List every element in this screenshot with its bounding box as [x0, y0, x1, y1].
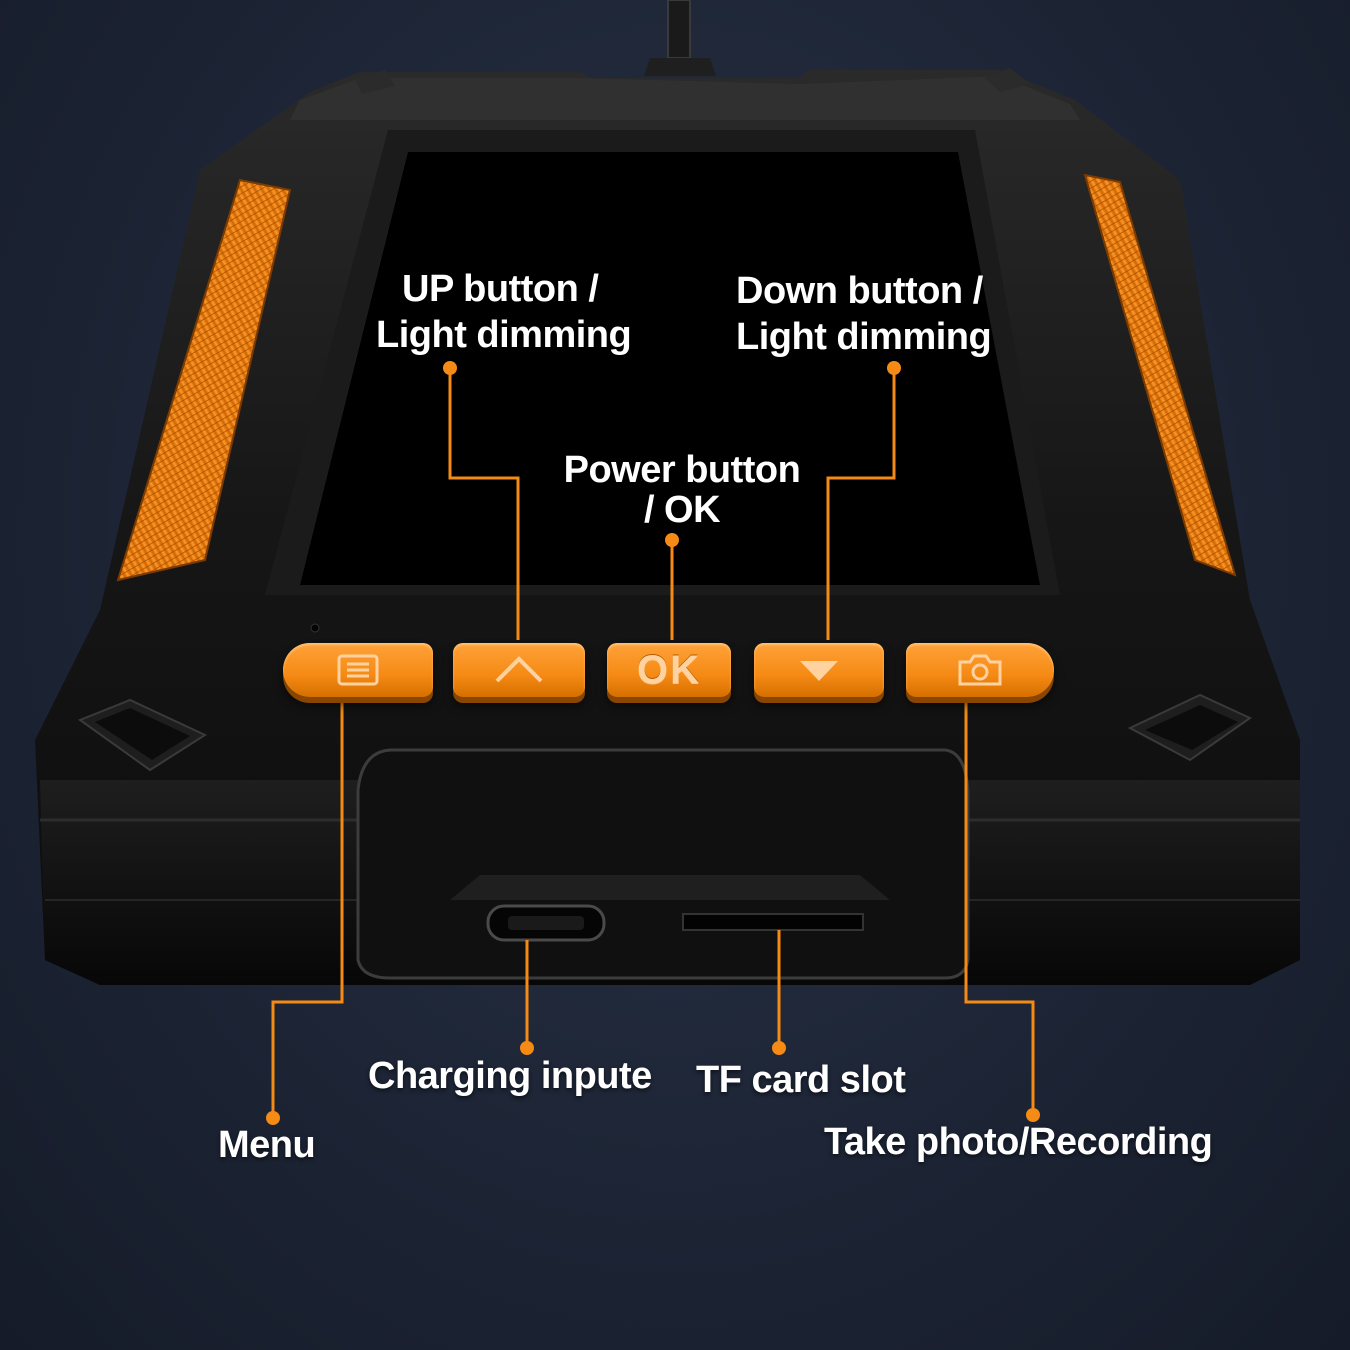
callout-lines — [271, 368, 1035, 1118]
microphone-hole — [310, 623, 320, 633]
callout-down-line1: Down button / — [736, 270, 983, 312]
callout-power: Power button / OK — [552, 450, 812, 530]
camera-icon — [958, 654, 1002, 686]
usb-port-icon — [486, 904, 606, 942]
camera-button[interactable] — [906, 643, 1054, 697]
ok-power-button[interactable]: OK — [607, 643, 731, 697]
callout-power-line1: Power button — [563, 449, 801, 491]
callout-charging: Charging inpute — [368, 1055, 652, 1097]
bumper-left — [77, 698, 208, 772]
callout-photo: Take photo/Recording — [824, 1121, 1213, 1163]
callout-power-line2: / OK — [643, 489, 721, 531]
callout-menu: Menu — [218, 1124, 316, 1166]
ok-label: OK — [637, 647, 701, 692]
cable — [644, 0, 716, 76]
port-panel — [356, 748, 970, 980]
menu-icon — [337, 654, 379, 686]
bumper-top-right — [985, 68, 1030, 92]
menu-button[interactable] — [283, 643, 433, 697]
callout-up: UP button / Light dimming — [376, 266, 632, 358]
callout-down: Down button / Light dimming — [736, 268, 992, 360]
arrow-up-icon — [495, 656, 543, 683]
left-grip — [116, 178, 292, 582]
callout-tf-card: TF card slot — [696, 1059, 906, 1101]
bumper-right — [1127, 693, 1253, 762]
tf-slot-icon — [682, 913, 864, 931]
arrow-down-icon — [800, 661, 838, 681]
right-grip — [1083, 173, 1237, 577]
callout-dots — [266, 361, 1040, 1125]
up-button[interactable] — [453, 643, 585, 697]
bumper-top-left — [355, 70, 395, 94]
callout-up-line1: UP button / — [402, 268, 599, 310]
callout-up-line2: Light dimming — [376, 314, 632, 356]
callout-down-line2: Light dimming — [736, 316, 992, 358]
down-button[interactable] — [754, 643, 884, 697]
